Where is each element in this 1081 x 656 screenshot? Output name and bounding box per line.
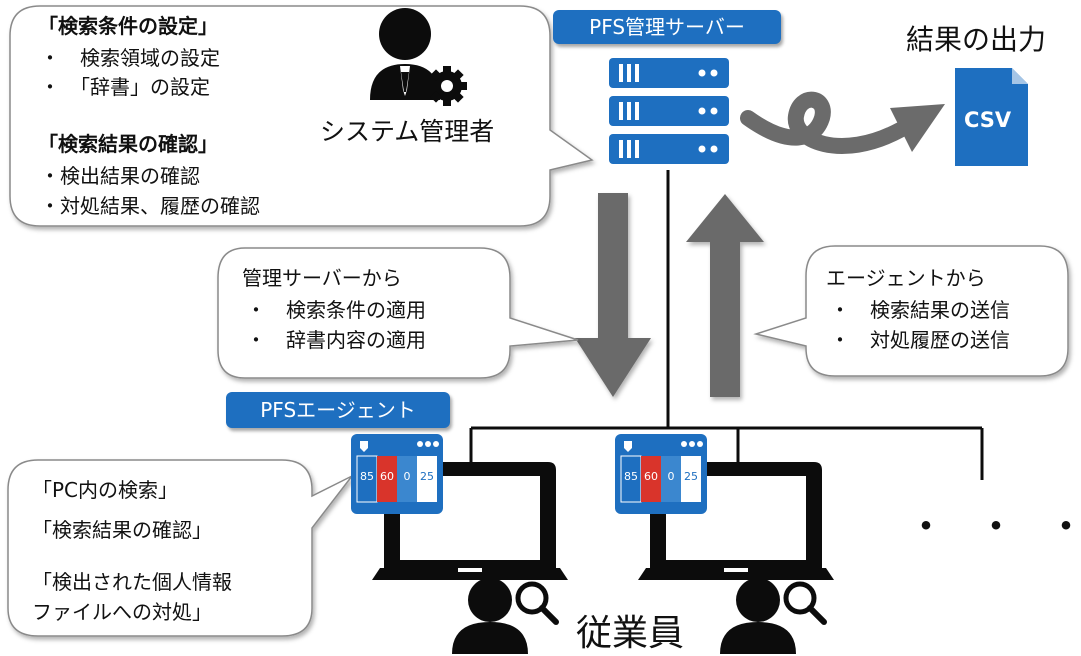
agent-panel — [615, 434, 707, 514]
agent-bubble-item: 「検索結果の確認」 — [32, 518, 212, 542]
agent-bubble-item: ファイルへの対処」 — [32, 600, 212, 624]
panel-value: 85 — [360, 470, 374, 483]
csv-label: CSV — [964, 108, 1012, 132]
up-bubble-item: ・ 検索結果の送信 — [830, 298, 1010, 322]
employees-label: 従業員 — [576, 613, 685, 654]
employee-person-icon — [452, 578, 528, 654]
admin-heading-results: 「検索結果の確認」 — [38, 132, 218, 156]
admin-person-icon — [370, 8, 440, 100]
agent-panel — [351, 434, 443, 514]
admin-item: ・ 「辞書」の設定 — [40, 75, 210, 99]
down-bubble-item: ・ 検索条件の適用 — [246, 298, 426, 322]
up-speech-bubble — [753, 245, 1069, 377]
down-speech-bubble — [217, 247, 579, 379]
agent-speech-bubble — [7, 459, 353, 637]
more-indicator: ・・・ — [906, 504, 1081, 550]
output-title: 結果の出力 — [906, 23, 1047, 56]
down-bubble-title: 管理サーバーから — [242, 266, 402, 290]
panel-value: 0 — [403, 470, 411, 483]
down-bubble-item: ・ 辞書内容の適用 — [246, 328, 426, 352]
down-arrow — [575, 193, 651, 397]
admin-item: ・検出結果の確認 — [40, 164, 200, 188]
panel-value: 25 — [420, 470, 434, 483]
admin-label: システム管理者 — [320, 117, 495, 146]
output-arrow — [740, 91, 945, 154]
network-lines — [469, 426, 984, 480]
panel-value: 25 — [684, 470, 698, 483]
employee-person-icon — [720, 578, 796, 654]
panel-value: 60 — [380, 470, 394, 483]
up-arrow — [686, 194, 764, 397]
agent-label: PFSエージェント — [226, 392, 450, 428]
admin-heading-settings: 「検索条件の設定」 — [38, 14, 218, 38]
admin-item: ・対処結果、履歴の確認 — [40, 194, 260, 218]
agent-bubble-item: 「検出された個人情報 — [32, 570, 232, 594]
up-bubble-item: ・ 対処履歴の送信 — [830, 328, 1010, 352]
server-icon — [609, 58, 729, 164]
agent-bubble-item: 「PC内の検索」 — [32, 478, 179, 502]
up-bubble-title: エージェントから — [826, 266, 986, 290]
panel-value: 85 — [624, 470, 638, 483]
csv-file-icon — [955, 68, 1028, 166]
server-label: PFS管理サーバー — [553, 10, 781, 44]
magnifier-icon — [783, 581, 827, 625]
panel-value: 0 — [667, 470, 675, 483]
admin-item: ・ 検索領域の設定 — [40, 46, 220, 70]
admin-speech-bubble — [9, 5, 594, 227]
magnifier-icon — [515, 581, 559, 625]
panel-value: 60 — [644, 470, 658, 483]
